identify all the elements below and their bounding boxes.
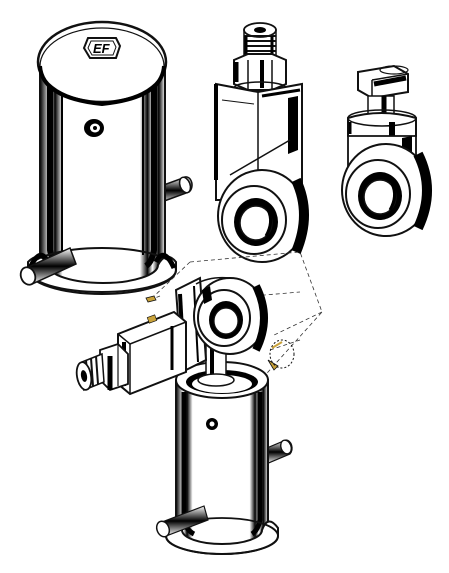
- threaded-swivel-fitting: [214, 22, 309, 263]
- side-hex-nut: [99, 342, 129, 392]
- assembled-eye-ring: [193, 276, 268, 355]
- housing-pin-left: [19, 246, 77, 286]
- pivot-ring-outline: [269, 339, 295, 369]
- side-threaded-stud: [75, 352, 105, 392]
- t-eye-ring: [341, 143, 432, 237]
- lower-tube: [155, 361, 293, 555]
- logo-text: EF: [93, 41, 111, 56]
- t-head-swivel-fitting: [341, 64, 432, 237]
- housing-side-hole: [84, 119, 104, 137]
- eye-ring: [217, 169, 309, 263]
- threaded-stud: [243, 22, 277, 57]
- assembled-housing: [75, 251, 323, 555]
- retaining-pin-small: [145, 295, 283, 371]
- ef-logo-badge: EF: [82, 37, 122, 59]
- t-head-bar: [357, 64, 409, 100]
- outer-housing-tube: EF: [19, 20, 193, 295]
